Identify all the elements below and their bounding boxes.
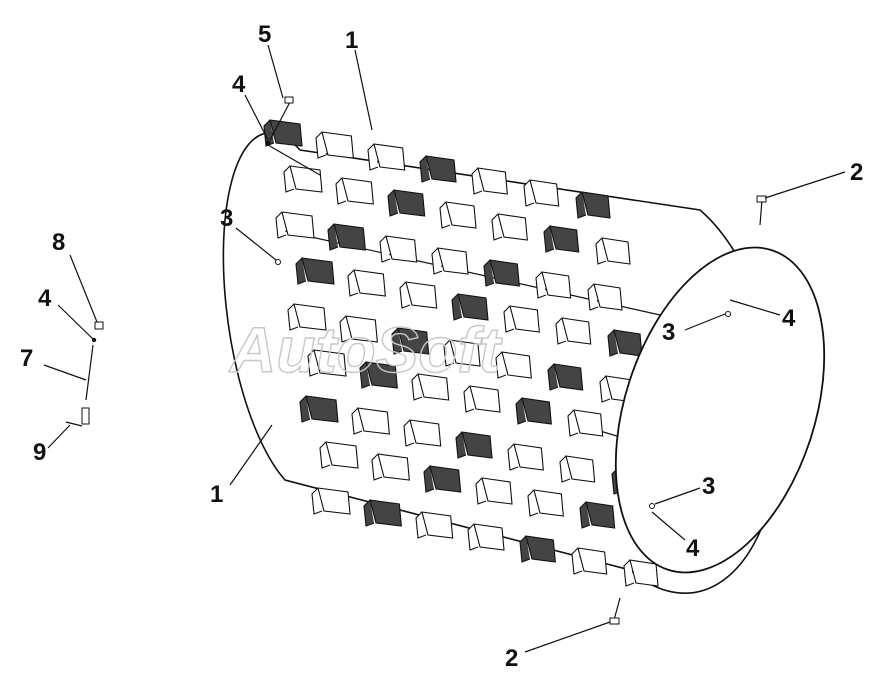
callout-3-left: 3 xyxy=(220,205,233,232)
callout-3-right: 3 xyxy=(662,319,675,346)
tamping-pad xyxy=(519,535,556,563)
bolt-2-bottom xyxy=(609,597,621,625)
tamping-pad xyxy=(571,547,608,575)
tamping-pad xyxy=(367,143,406,171)
tamping-pad xyxy=(339,315,378,343)
leader-lines xyxy=(43,44,846,653)
tamping-pad xyxy=(527,489,564,517)
tamping-pad xyxy=(495,351,532,379)
callout-2-top: 2 xyxy=(850,159,863,186)
callout-1-bottom: 1 xyxy=(210,481,223,508)
callout-4-lower: 4 xyxy=(686,535,700,562)
tamping-pad xyxy=(423,465,462,493)
tamping-pad xyxy=(387,189,426,217)
tamping-pad xyxy=(507,443,544,471)
tamping-pad xyxy=(335,177,374,205)
tamping-pad xyxy=(363,499,402,527)
callout-4-left: 4 xyxy=(38,285,52,312)
tamping-pad xyxy=(391,327,430,355)
tamping-pad xyxy=(371,453,410,481)
tamping-pad xyxy=(327,223,366,251)
tamping-pad xyxy=(351,407,390,435)
tamping-pad xyxy=(463,385,501,413)
tamping-pad xyxy=(419,155,457,183)
tamping-pad xyxy=(299,395,339,423)
bolt-5 xyxy=(269,96,294,141)
tamping-pad xyxy=(287,303,327,331)
tamping-pad xyxy=(575,191,611,219)
tamping-pad xyxy=(623,559,659,587)
drum-end-face xyxy=(614,246,826,574)
tamping-pad xyxy=(315,131,354,159)
tamping-pad xyxy=(455,431,493,459)
pin-7 xyxy=(65,321,104,427)
tamping-pad xyxy=(471,167,508,195)
tamping-pad xyxy=(283,165,323,193)
tamping-pad xyxy=(403,419,442,447)
tamping-pad xyxy=(503,305,540,333)
tamping-pad xyxy=(295,257,335,285)
tamping-pad xyxy=(359,361,398,389)
tamping-pad xyxy=(451,293,489,321)
tamping-pad xyxy=(595,237,631,265)
tamping-pad xyxy=(607,329,643,357)
watermark: AutoSoft xyxy=(228,314,503,386)
callout-8: 8 xyxy=(52,229,65,256)
tamping-pad xyxy=(379,235,418,263)
callout-3-lower: 3 xyxy=(702,473,715,500)
tamping-pad xyxy=(579,501,616,529)
tamping-pad xyxy=(483,259,520,287)
tamping-pad xyxy=(431,247,469,275)
tamping-pad xyxy=(587,283,623,311)
washers xyxy=(91,140,731,509)
tamping-pad xyxy=(467,523,505,551)
tamping-pad xyxy=(555,317,592,345)
tamping-pad xyxy=(491,213,528,241)
tamping-pad xyxy=(399,281,438,309)
tamping-pads xyxy=(263,119,667,587)
bolt-2-top xyxy=(756,195,767,226)
callout-4-top: 4 xyxy=(232,71,246,98)
tamping-pad xyxy=(543,225,580,253)
tamping-pad xyxy=(311,487,351,515)
tamping-pad xyxy=(567,409,604,437)
callout-5: 5 xyxy=(258,21,271,48)
tamping-pad xyxy=(347,269,386,297)
tamping-pad xyxy=(559,455,596,483)
tamping-pad xyxy=(439,201,477,229)
callout-1-top: 1 xyxy=(345,27,358,54)
callout-4-right: 4 xyxy=(782,305,796,332)
tamping-pad xyxy=(547,363,584,391)
tamping-pad xyxy=(523,179,560,207)
tamping-pad xyxy=(443,339,481,367)
callout-2-bottom: 2 xyxy=(505,645,518,672)
tamping-pad xyxy=(415,511,454,539)
callout-7: 7 xyxy=(20,345,33,372)
tamping-pad xyxy=(411,373,450,401)
tamping-pad xyxy=(535,271,572,299)
tamping-pad xyxy=(515,397,552,425)
tamping-pad xyxy=(319,441,359,469)
tamping-pad xyxy=(275,211,315,239)
tamping-pad xyxy=(307,349,347,377)
callout-9: 9 xyxy=(33,439,46,466)
tamping-pad xyxy=(475,477,513,505)
